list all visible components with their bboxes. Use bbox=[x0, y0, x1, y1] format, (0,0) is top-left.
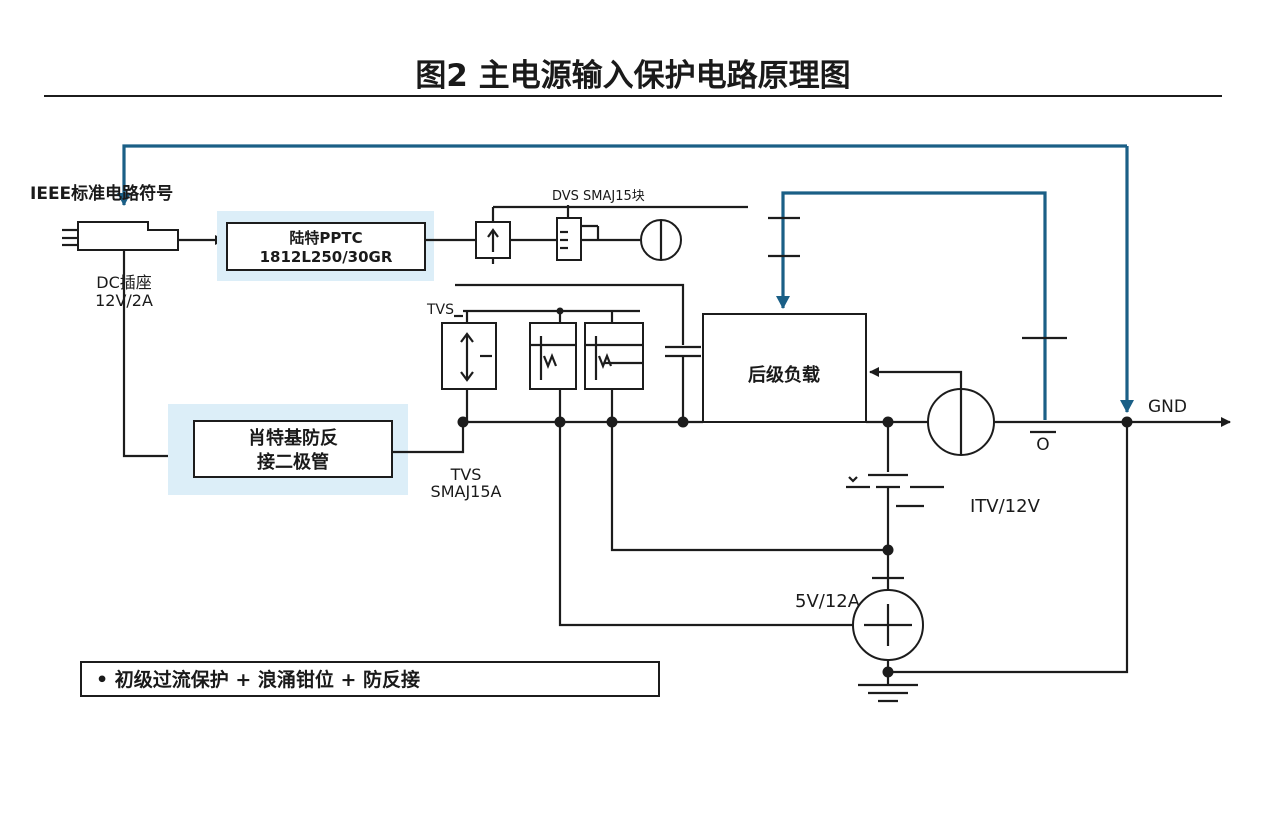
tvs-top-label: TVS bbox=[426, 302, 454, 318]
note-box bbox=[80, 661, 660, 697]
load-feed-wire bbox=[776, 191, 1047, 420]
bidirectional-tvs-icon bbox=[441, 311, 497, 422]
voltage-source-icon bbox=[852, 589, 924, 661]
o-mark: O bbox=[1036, 435, 1049, 455]
schottky-diode bbox=[193, 420, 393, 478]
zener2-return-wire bbox=[610, 422, 888, 552]
gnd-label: GND bbox=[1148, 397, 1187, 417]
itv-label: ITV/12V bbox=[970, 496, 1041, 517]
schottky-label: 肖特基防反 bbox=[248, 427, 338, 449]
ground-icon bbox=[858, 683, 918, 703]
zener1-return-wire bbox=[558, 422, 853, 627]
filter-capacitor-icon bbox=[665, 345, 701, 422]
battery-icon bbox=[846, 473, 944, 508]
top-tvs-icon bbox=[475, 207, 511, 264]
ieee-label: IEEE标准电路符号 bbox=[30, 183, 173, 204]
load-block bbox=[702, 313, 867, 423]
page-title: 图2 主电源输入保护电路原理图 bbox=[415, 58, 850, 94]
schottky-to-rail-wire bbox=[392, 422, 465, 454]
feedback-loop-wire bbox=[117, 144, 1127, 206]
schottky-label-2: 接二极管 bbox=[257, 451, 329, 473]
pptc-label: 陆特PPTC bbox=[289, 229, 362, 247]
dc-jack-icon bbox=[62, 221, 179, 251]
dvs-label: DVS SMAJ15块 bbox=[552, 189, 645, 204]
ground-return-wire bbox=[888, 422, 1129, 674]
zener-diode-2-icon bbox=[584, 311, 644, 422]
v5-label: 5V/12A bbox=[795, 591, 861, 612]
load-supply-wire bbox=[455, 283, 685, 345]
load-label: 后级负载 bbox=[748, 364, 820, 386]
note-text: • 初级过流保护 + 浪涌钳位 + 防反接 bbox=[96, 668, 420, 691]
tvs-bottom-part: SMAJ15A bbox=[431, 482, 502, 501]
top-meter-icon bbox=[640, 219, 682, 261]
current-sensor-icon bbox=[927, 388, 995, 456]
tvs-bottom-label: TVS bbox=[450, 465, 482, 484]
zener-diode-1-icon bbox=[529, 311, 577, 422]
pptc-fuse bbox=[226, 222, 426, 271]
top-resistor-icon bbox=[556, 205, 600, 261]
pptc-part-number: 1812L250/30GR bbox=[260, 248, 393, 266]
junction-dots bbox=[457, 307, 1133, 678]
